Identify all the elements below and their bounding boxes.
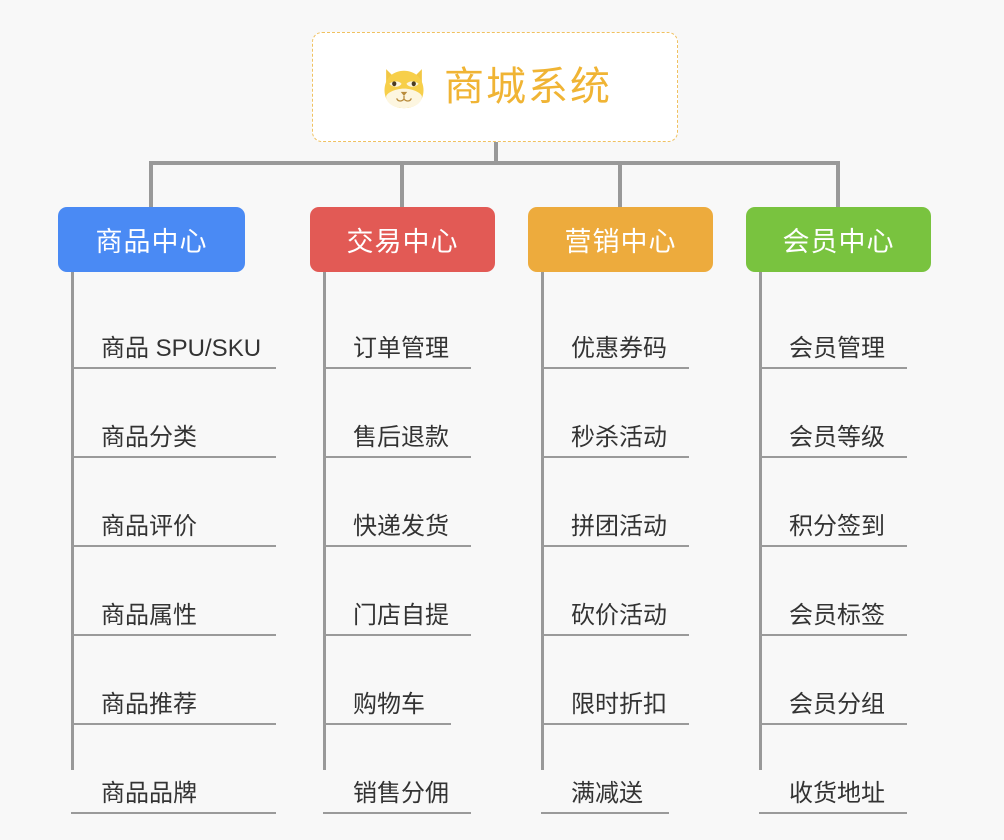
- leaf-label: 会员等级: [789, 424, 885, 452]
- list-item[interactable]: 秒杀活动: [528, 369, 738, 458]
- list-item[interactable]: 商品属性: [58, 547, 288, 636]
- list-item[interactable]: 会员分组: [746, 636, 956, 725]
- leaf-underline: [759, 456, 907, 458]
- branch-header-member-center[interactable]: 会员中心: [746, 207, 931, 272]
- leaf-underline: [541, 456, 689, 458]
- leaf-label: 商品 SPU/SKU: [101, 335, 262, 363]
- leaf-label: 积分签到: [789, 513, 885, 541]
- leaf-underline: [323, 367, 471, 369]
- branch-header-product-center[interactable]: 商品中心: [58, 207, 245, 272]
- list-item[interactable]: 订单管理: [310, 280, 520, 369]
- list-item[interactable]: 商品 SPU/SKU: [58, 280, 288, 369]
- leaf-label: 秒杀活动: [571, 424, 667, 452]
- leaf-underline: [759, 367, 907, 369]
- list-item[interactable]: 拼团活动: [528, 458, 738, 547]
- connector-drop-marketing-center: [618, 161, 622, 207]
- leaf-underline: [71, 634, 276, 636]
- leaf-label: 商品品牌: [101, 780, 197, 808]
- leaf-underline: [71, 456, 276, 458]
- leaf-underline: [541, 545, 689, 547]
- leaf-label: 快递发货: [353, 513, 449, 541]
- leaf-list-marketing-center: 优惠券码 秒杀活动 拼团活动 砍价活动 限时折扣 满减送: [528, 272, 738, 814]
- leaf-label: 收货地址: [789, 780, 885, 808]
- list-item[interactable]: 砍价活动: [528, 547, 738, 636]
- list-item[interactable]: 销售分佣: [310, 725, 520, 814]
- list-item[interactable]: 门店自提: [310, 547, 520, 636]
- root-node[interactable]: 商城系统: [312, 32, 678, 142]
- leaf-label: 订单管理: [353, 335, 449, 363]
- list-item[interactable]: 满减送: [528, 725, 738, 814]
- leaf-label: 商品推荐: [101, 691, 197, 719]
- leaf-list-product-center: 商品 SPU/SKU 商品分类 商品评价 商品属性 商品推荐 商品品牌: [58, 272, 288, 814]
- leaf-underline: [759, 545, 907, 547]
- list-item[interactable]: 售后退款: [310, 369, 520, 458]
- leaf-label: 商品属性: [101, 602, 197, 630]
- connector-drop-trade-center: [400, 161, 404, 207]
- leaf-underline: [323, 812, 471, 814]
- leaf-label: 购物车: [353, 691, 425, 719]
- root-title: 商城系统: [444, 65, 612, 109]
- branch-header-trade-center[interactable]: 交易中心: [310, 207, 495, 272]
- leaf-label: 会员管理: [789, 335, 885, 363]
- leaf-underline: [541, 634, 689, 636]
- leaf-underline: [541, 723, 689, 725]
- leaf-underline: [541, 812, 669, 814]
- leaf-label: 商品分类: [101, 424, 197, 452]
- leaf-label: 商品评价: [101, 513, 197, 541]
- leaf-label: 销售分佣: [353, 780, 449, 808]
- list-item[interactable]: 商品分类: [58, 369, 288, 458]
- connector-drop-member-center: [836, 161, 840, 207]
- leaf-label: 满减送: [571, 780, 643, 808]
- leaf-underline: [323, 634, 471, 636]
- list-item[interactable]: 会员等级: [746, 369, 956, 458]
- branch-trade-center: 交易中心 订单管理 售后退款 快递发货 门店自提 购物车: [310, 207, 520, 814]
- list-item[interactable]: 限时折扣: [528, 636, 738, 725]
- list-item[interactable]: 商品评价: [58, 458, 288, 547]
- leaf-underline: [323, 456, 471, 458]
- list-item[interactable]: 商品推荐: [58, 636, 288, 725]
- connector-horizontal-bar: [149, 161, 840, 165]
- leaf-label: 拼团活动: [571, 513, 667, 541]
- leaf-label: 会员分组: [789, 691, 885, 719]
- leaf-list-member-center: 会员管理 会员等级 积分签到 会员标签 会员分组 收货地址: [746, 272, 956, 814]
- leaf-list-trade-center: 订单管理 售后退款 快递发货 门店自提 购物车 销售分佣: [310, 272, 520, 814]
- leaf-label: 会员标签: [789, 602, 885, 630]
- leaf-underline: [71, 723, 276, 725]
- branch-marketing-center: 营销中心 优惠券码 秒杀活动 拼团活动 砍价活动 限时折扣: [528, 207, 738, 814]
- connector-root-stem: [494, 142, 498, 164]
- leaf-label: 优惠券码: [571, 335, 667, 363]
- branch-product-center: 商品中心 商品 SPU/SKU 商品分类 商品评价 商品属性 商品推荐: [58, 207, 288, 814]
- list-item[interactable]: 商品品牌: [58, 725, 288, 814]
- leaf-underline: [759, 723, 907, 725]
- list-item[interactable]: 快递发货: [310, 458, 520, 547]
- shiba-dog-face-icon: [384, 69, 424, 109]
- leaf-label: 售后退款: [353, 424, 449, 452]
- leaf-underline: [71, 545, 276, 547]
- leaf-underline: [759, 812, 907, 814]
- leaf-label: 限时折扣: [571, 691, 667, 719]
- branch-header-marketing-center[interactable]: 营销中心: [528, 207, 713, 272]
- list-item[interactable]: 会员标签: [746, 547, 956, 636]
- leaf-underline: [759, 634, 907, 636]
- connector-drop-product-center: [149, 161, 153, 207]
- branch-member-center: 会员中心 会员管理 会员等级 积分签到 会员标签 会员分组: [746, 207, 956, 814]
- leaf-underline: [71, 812, 276, 814]
- leaf-underline: [541, 367, 689, 369]
- leaf-underline: [323, 545, 471, 547]
- list-item[interactable]: 会员管理: [746, 280, 956, 369]
- leaf-label: 门店自提: [353, 602, 449, 630]
- list-item[interactable]: 收货地址: [746, 725, 956, 814]
- list-item[interactable]: 优惠券码: [528, 280, 738, 369]
- leaf-underline: [71, 367, 276, 369]
- leaf-label: 砍价活动: [571, 602, 667, 630]
- list-item[interactable]: 购物车: [310, 636, 520, 725]
- list-item[interactable]: 积分签到: [746, 458, 956, 547]
- leaf-underline: [323, 723, 451, 725]
